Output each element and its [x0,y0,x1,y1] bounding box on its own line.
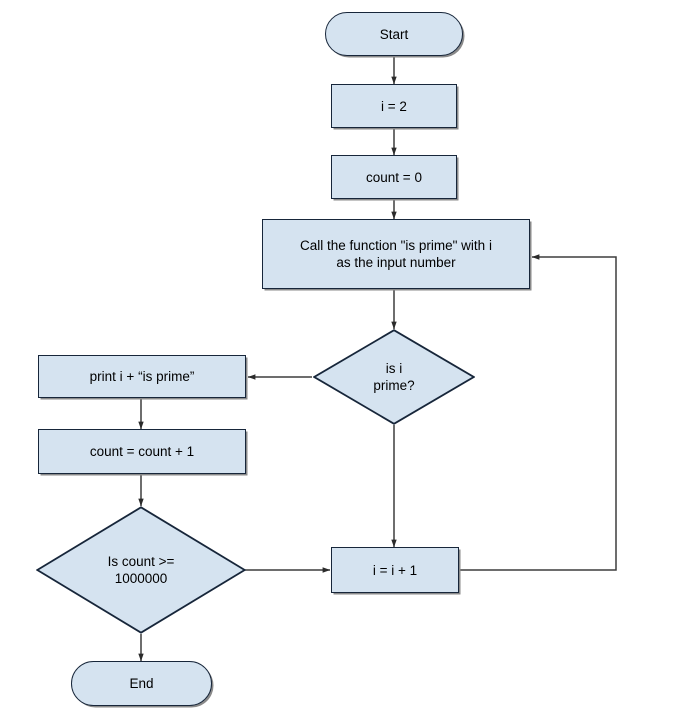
node-is-prime-label-line1: is i [385,361,403,376]
node-check-count-label-line1: Is count >= [107,554,175,569]
node-init-i-label: i = 2 [381,98,407,114]
edge-inc-i-to-call-fn-loop [459,254,617,571]
node-end[interactable]: End [71,661,212,706]
node-increment-count[interactable]: count = count + 1 [38,429,246,474]
node-increment-i[interactable]: i = i + 1 [331,547,459,593]
node-init-count-label: count = 0 [366,169,422,185]
node-start[interactable]: Start [325,12,463,56]
node-call-function[interactable]: Call the function "is prime" with i as t… [262,219,530,289]
node-increment-i-label: i = i + 1 [372,562,418,578]
node-end-label: End [129,676,154,691]
diamond-shape-check-count [36,506,246,634]
node-init-i[interactable]: i = 2 [331,84,457,128]
node-print-is-prime-label: print i + “is prime” [89,369,195,384]
node-init-count[interactable]: count = 0 [331,155,457,199]
node-start-label: Start [379,26,409,42]
node-call-function-label-line2: as the input number [336,255,456,270]
node-call-function-label-line1: Call the function "is prime" with i [300,238,492,253]
node-check-count-label-line2: 1000000 [114,571,168,586]
diamond-shape-is-prime [313,329,475,425]
node-increment-count-label: count = count + 1 [89,444,195,459]
node-check-count-decision[interactable]: Is count >= 1000000 [36,506,246,634]
node-print-is-prime[interactable]: print i + “is prime” [38,355,246,398]
node-is-prime-label-line2: prime? [373,378,415,393]
node-is-prime-decision[interactable]: is i prime? [313,329,475,425]
